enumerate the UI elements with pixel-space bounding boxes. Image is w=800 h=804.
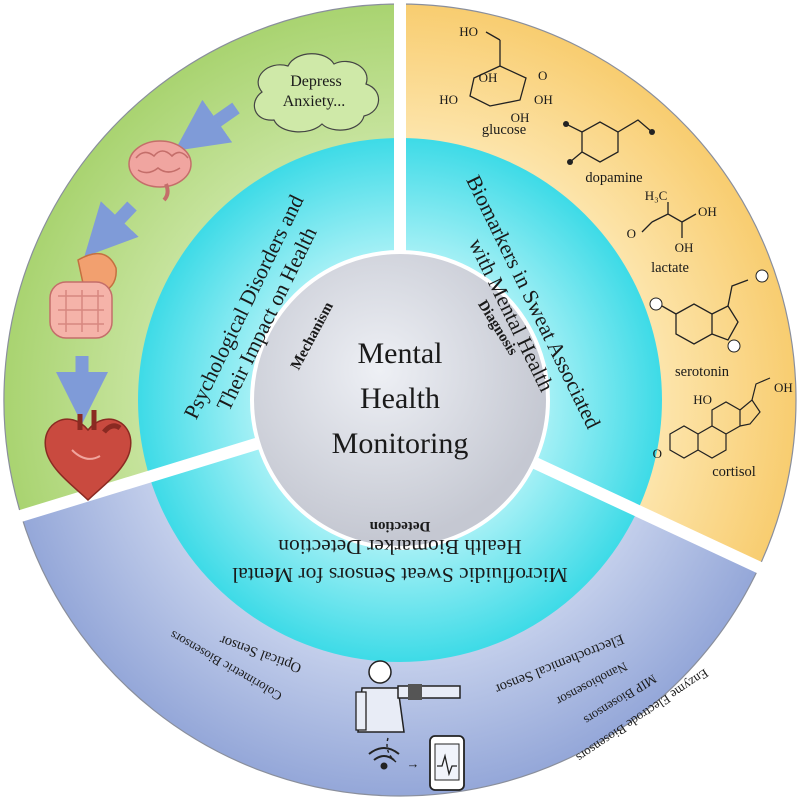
detection-ring-band bbox=[149, 443, 638, 662]
svg-text:HO: HO bbox=[693, 392, 712, 407]
brain-icon bbox=[128, 140, 192, 202]
molecule-lactate-label: lactate bbox=[651, 260, 689, 276]
svg-text:OH: OH bbox=[675, 240, 694, 255]
svg-text:O: O bbox=[627, 226, 636, 241]
smartphone-icon bbox=[429, 735, 465, 791]
dopamine-atom bbox=[563, 121, 569, 127]
svg-text:OH: OH bbox=[534, 92, 553, 107]
transmit-arrow-icon: → bbox=[407, 756, 420, 771]
center-disc bbox=[250, 250, 550, 550]
svg-text:OH: OH bbox=[698, 204, 717, 219]
molecule-serotonin-label: serotonin bbox=[675, 364, 730, 380]
wireless-icon bbox=[368, 747, 400, 770]
arrow-icon bbox=[84, 201, 139, 257]
arrow-icon bbox=[174, 99, 240, 151]
cortisol-atom-labels: O HO OH bbox=[653, 380, 793, 461]
molecule-dopamine-label: dopamine bbox=[585, 170, 642, 186]
mechanism-ring-band bbox=[137, 138, 400, 477]
molecule-cortisol-label: cortisol bbox=[712, 464, 756, 480]
cloud-line-2: Anxiety... bbox=[283, 93, 346, 110]
molecule-glucose-label: glucose bbox=[482, 122, 526, 138]
lactate-atom-labels: H₃C OH O OH bbox=[627, 188, 717, 255]
depress-cloud: Depress Anxiety... bbox=[253, 53, 380, 133]
svg-text:OH: OH bbox=[511, 110, 530, 125]
glucose-structure bbox=[469, 31, 527, 107]
glucose-oh-label: HO bbox=[459, 24, 478, 39]
dopamine-atom bbox=[567, 159, 573, 165]
lactate-structure bbox=[641, 202, 697, 238]
section-dividers bbox=[15, 0, 766, 575]
cloud-line-1: Depress bbox=[290, 73, 342, 90]
glucose-oh-labels: OH O HO OH OH bbox=[439, 68, 553, 125]
svg-text:O: O bbox=[653, 446, 662, 461]
middle-ring bbox=[137, 138, 662, 662]
svg-text:OH: OH bbox=[774, 380, 793, 395]
serotonin-structure bbox=[661, 279, 749, 345]
wearable-user-icon bbox=[355, 660, 461, 763]
detection-title-line-2: Health Biomarker Detection bbox=[278, 535, 522, 559]
svg-text:O: O bbox=[538, 68, 547, 83]
detection-title-line-1: Microfluidic Sweat Sensors for Mental bbox=[232, 563, 568, 587]
section-divider bbox=[531, 457, 766, 575]
svg-text:H₃C: H₃C bbox=[645, 188, 668, 203]
intestines-icon bbox=[49, 252, 117, 339]
center-title-line-2: Health bbox=[360, 382, 440, 415]
detection-tag: Detection bbox=[369, 518, 430, 534]
dopamine-atom bbox=[649, 129, 655, 135]
svg-text:OH: OH bbox=[479, 70, 498, 85]
heart-icon bbox=[44, 410, 132, 502]
svg-text:HO: HO bbox=[439, 92, 458, 107]
center-title-line-1: Mental bbox=[358, 337, 443, 370]
cortisol-structure bbox=[669, 377, 771, 459]
section-divider bbox=[15, 437, 261, 523]
center-title-line-3: Monitoring bbox=[332, 427, 469, 460]
diagnosis-ring-band bbox=[400, 138, 662, 511]
serotonin-charge-markers bbox=[649, 269, 769, 353]
